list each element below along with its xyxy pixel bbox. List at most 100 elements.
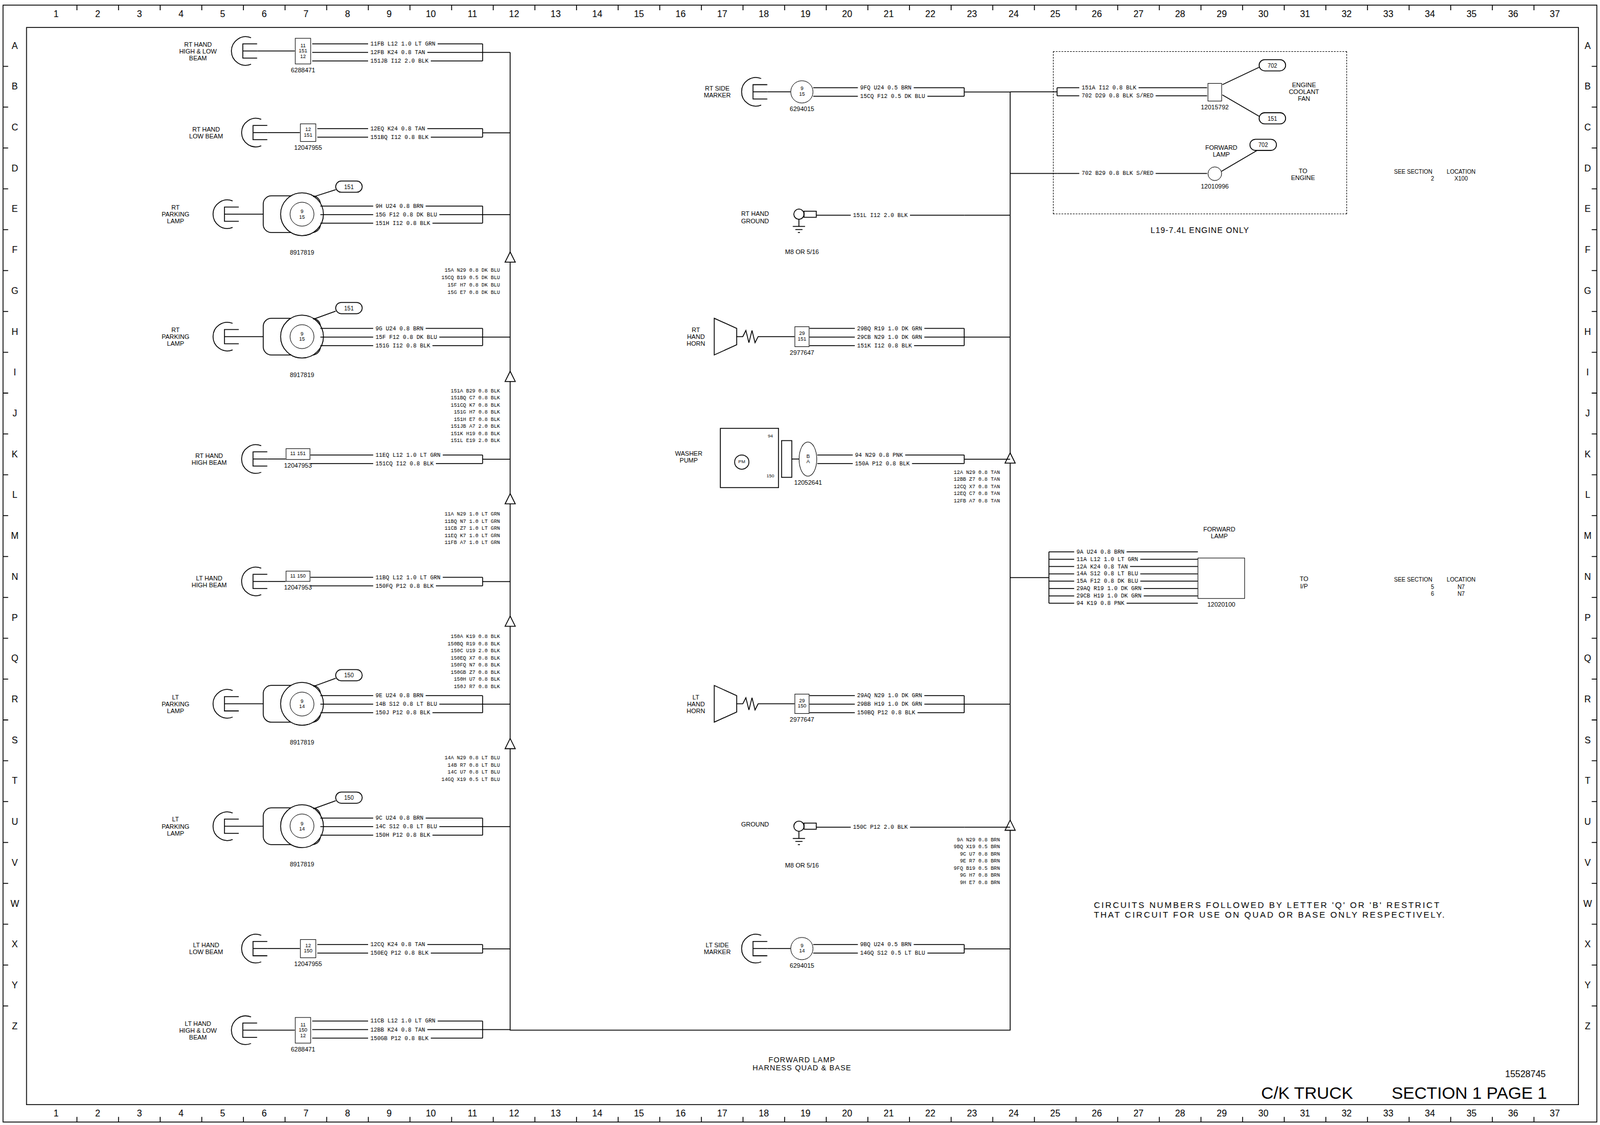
lamp-symbol — [231, 36, 257, 65]
connector-body: 291512977647 — [794, 326, 810, 348]
wire-circuit: 9BQ U24 0.5 BRN — [860, 941, 912, 949]
connector-body: 1115012047953 — [285, 570, 310, 583]
wire-line — [964, 948, 1011, 950]
grid-letter: M — [1584, 531, 1592, 542]
bubble-outline — [1259, 112, 1287, 125]
wire-line — [437, 1021, 483, 1023]
wire-circuit: 29BB H19 1.0 DK GRN — [856, 701, 922, 708]
wire-line — [964, 214, 1011, 216]
grid-number: 23 — [966, 9, 978, 20]
motor-mark: PM — [738, 459, 746, 465]
wire-circuit: 94 N29 0.8 PNK — [855, 451, 904, 459]
wire-line — [317, 136, 369, 138]
wire-circuit: 151K I12 0.8 BLK — [856, 342, 912, 349]
wire-line — [809, 336, 855, 338]
wire-line — [1049, 581, 1075, 583]
component-name: RT SIDE MARKER — [701, 84, 733, 99]
wire-line — [1126, 602, 1198, 604]
drawing-number: 15528745 — [1505, 1069, 1546, 1080]
section-reference: N7 — [1457, 590, 1465, 598]
splice-circuit: 11EQ K7 1.0 LT GRN — [444, 533, 500, 540]
grid-letter: Y — [1584, 980, 1591, 991]
grid-number: 18 — [758, 1109, 770, 1120]
grid-number: 29 — [1216, 1109, 1227, 1120]
grid-number: 1 — [53, 1109, 59, 1120]
wire-line — [482, 1029, 510, 1031]
grid-number: 30 — [1258, 1109, 1269, 1120]
wire-circuit: 29AQ R19 1.0 DK GRN — [1076, 585, 1142, 593]
wire-line — [964, 91, 1011, 93]
component-name: FORWARD LAMP — [1203, 144, 1239, 158]
splice-circuit: 151G H7 0.8 BLK — [453, 410, 500, 416]
pin-number: 15 — [798, 91, 805, 97]
wire-line — [320, 704, 374, 706]
splice-circuit: 15A N29 0.8 DK BLU — [444, 268, 500, 275]
grid-number: 28 — [1174, 1109, 1186, 1120]
ring-terminal — [793, 821, 804, 832]
wire-circuit: 15G F12 0.8 DK BLU — [375, 211, 438, 218]
wire-line — [1155, 95, 1207, 97]
splice-circuit: 12EQ C7 0.8 TAN — [953, 492, 1000, 499]
wire-line — [320, 214, 374, 216]
wire-line — [927, 95, 965, 97]
component-name: GROUND — [741, 821, 770, 828]
connector-body: 12010996 — [1207, 166, 1222, 182]
part-number: 12047955 — [294, 960, 322, 967]
grid-number: 6 — [261, 1109, 267, 1120]
wire-line — [482, 826, 510, 828]
component-name: RT HAND HORN — [683, 326, 709, 348]
grid-letter: C — [1584, 122, 1592, 133]
wire-line — [439, 704, 483, 706]
grid-letter: K — [1584, 449, 1591, 460]
pin-number: 9 — [300, 821, 304, 827]
wire-circuit: 11FB L12 1.0 LT GRN — [370, 41, 436, 48]
grid-letter: L — [1585, 490, 1591, 501]
grid-number: 36 — [1508, 9, 1519, 20]
grid-number: 31 — [1299, 9, 1310, 20]
grid-number: 30 — [1258, 9, 1269, 20]
section-reference: 6 — [1430, 590, 1435, 598]
ring-tab — [803, 211, 816, 218]
wire-line — [1049, 573, 1075, 575]
wire-circuit: 151H I12 0.8 BLK — [375, 219, 431, 227]
lamp-symbol — [213, 811, 239, 841]
wire-line — [317, 128, 369, 130]
wire-line — [312, 1021, 369, 1023]
lamp-socket — [280, 315, 324, 358]
grid-letter: M — [10, 531, 19, 542]
splice-circuit: 151A B29 0.8 BLK — [450, 389, 500, 395]
grid-letter: E — [1584, 204, 1591, 215]
wire-circuit: 12A K24 0.8 TAN — [1076, 563, 1128, 570]
pump-body — [720, 428, 779, 488]
wire-line — [425, 205, 483, 207]
wire-circuit: 151A I12 0.8 BLK — [1081, 84, 1137, 92]
component-name: TO ENGINE — [1289, 167, 1317, 182]
grid-number: 25 — [1050, 1109, 1061, 1120]
section-reference: X100 — [1454, 175, 1468, 182]
grid-number: 34 — [1425, 9, 1436, 20]
wire-circuit: 150A P12 0.8 BLK — [855, 460, 910, 467]
wire-circuit: 150C P12 2.0 BLK — [852, 824, 908, 831]
connector-body: 11150126288471 — [295, 1017, 312, 1044]
grid-number: 3 — [136, 1109, 142, 1120]
grid-number: 34 — [1425, 1109, 1436, 1120]
wire-line — [432, 222, 483, 224]
grid-letter: Z — [1584, 1021, 1591, 1032]
ground-symbol — [792, 831, 805, 845]
wire-line — [912, 463, 965, 465]
part-number: 8917819 — [290, 738, 315, 746]
part-number: 2977647 — [789, 716, 815, 724]
splice-circuit: 151H E7 0.8 BLK — [453, 417, 500, 424]
grid-number: 9 — [386, 1109, 393, 1120]
connector-body: 11151126288471 — [295, 37, 312, 65]
grid-number: 36 — [1508, 1109, 1519, 1120]
grid-letter: T — [11, 776, 18, 787]
drawing-frame — [26, 27, 1579, 1105]
bubble-outline — [1259, 59, 1287, 72]
grid-letter: Z — [11, 1021, 18, 1032]
wire-circuit: 151CQ I12 0.8 BLK — [375, 460, 434, 467]
lamp-socket — [280, 805, 324, 848]
pin-number: 12 — [305, 943, 312, 949]
grid-number: 4 — [178, 1109, 184, 1120]
splice-circuit: 12A N29 0.8 TAN — [953, 470, 1000, 477]
